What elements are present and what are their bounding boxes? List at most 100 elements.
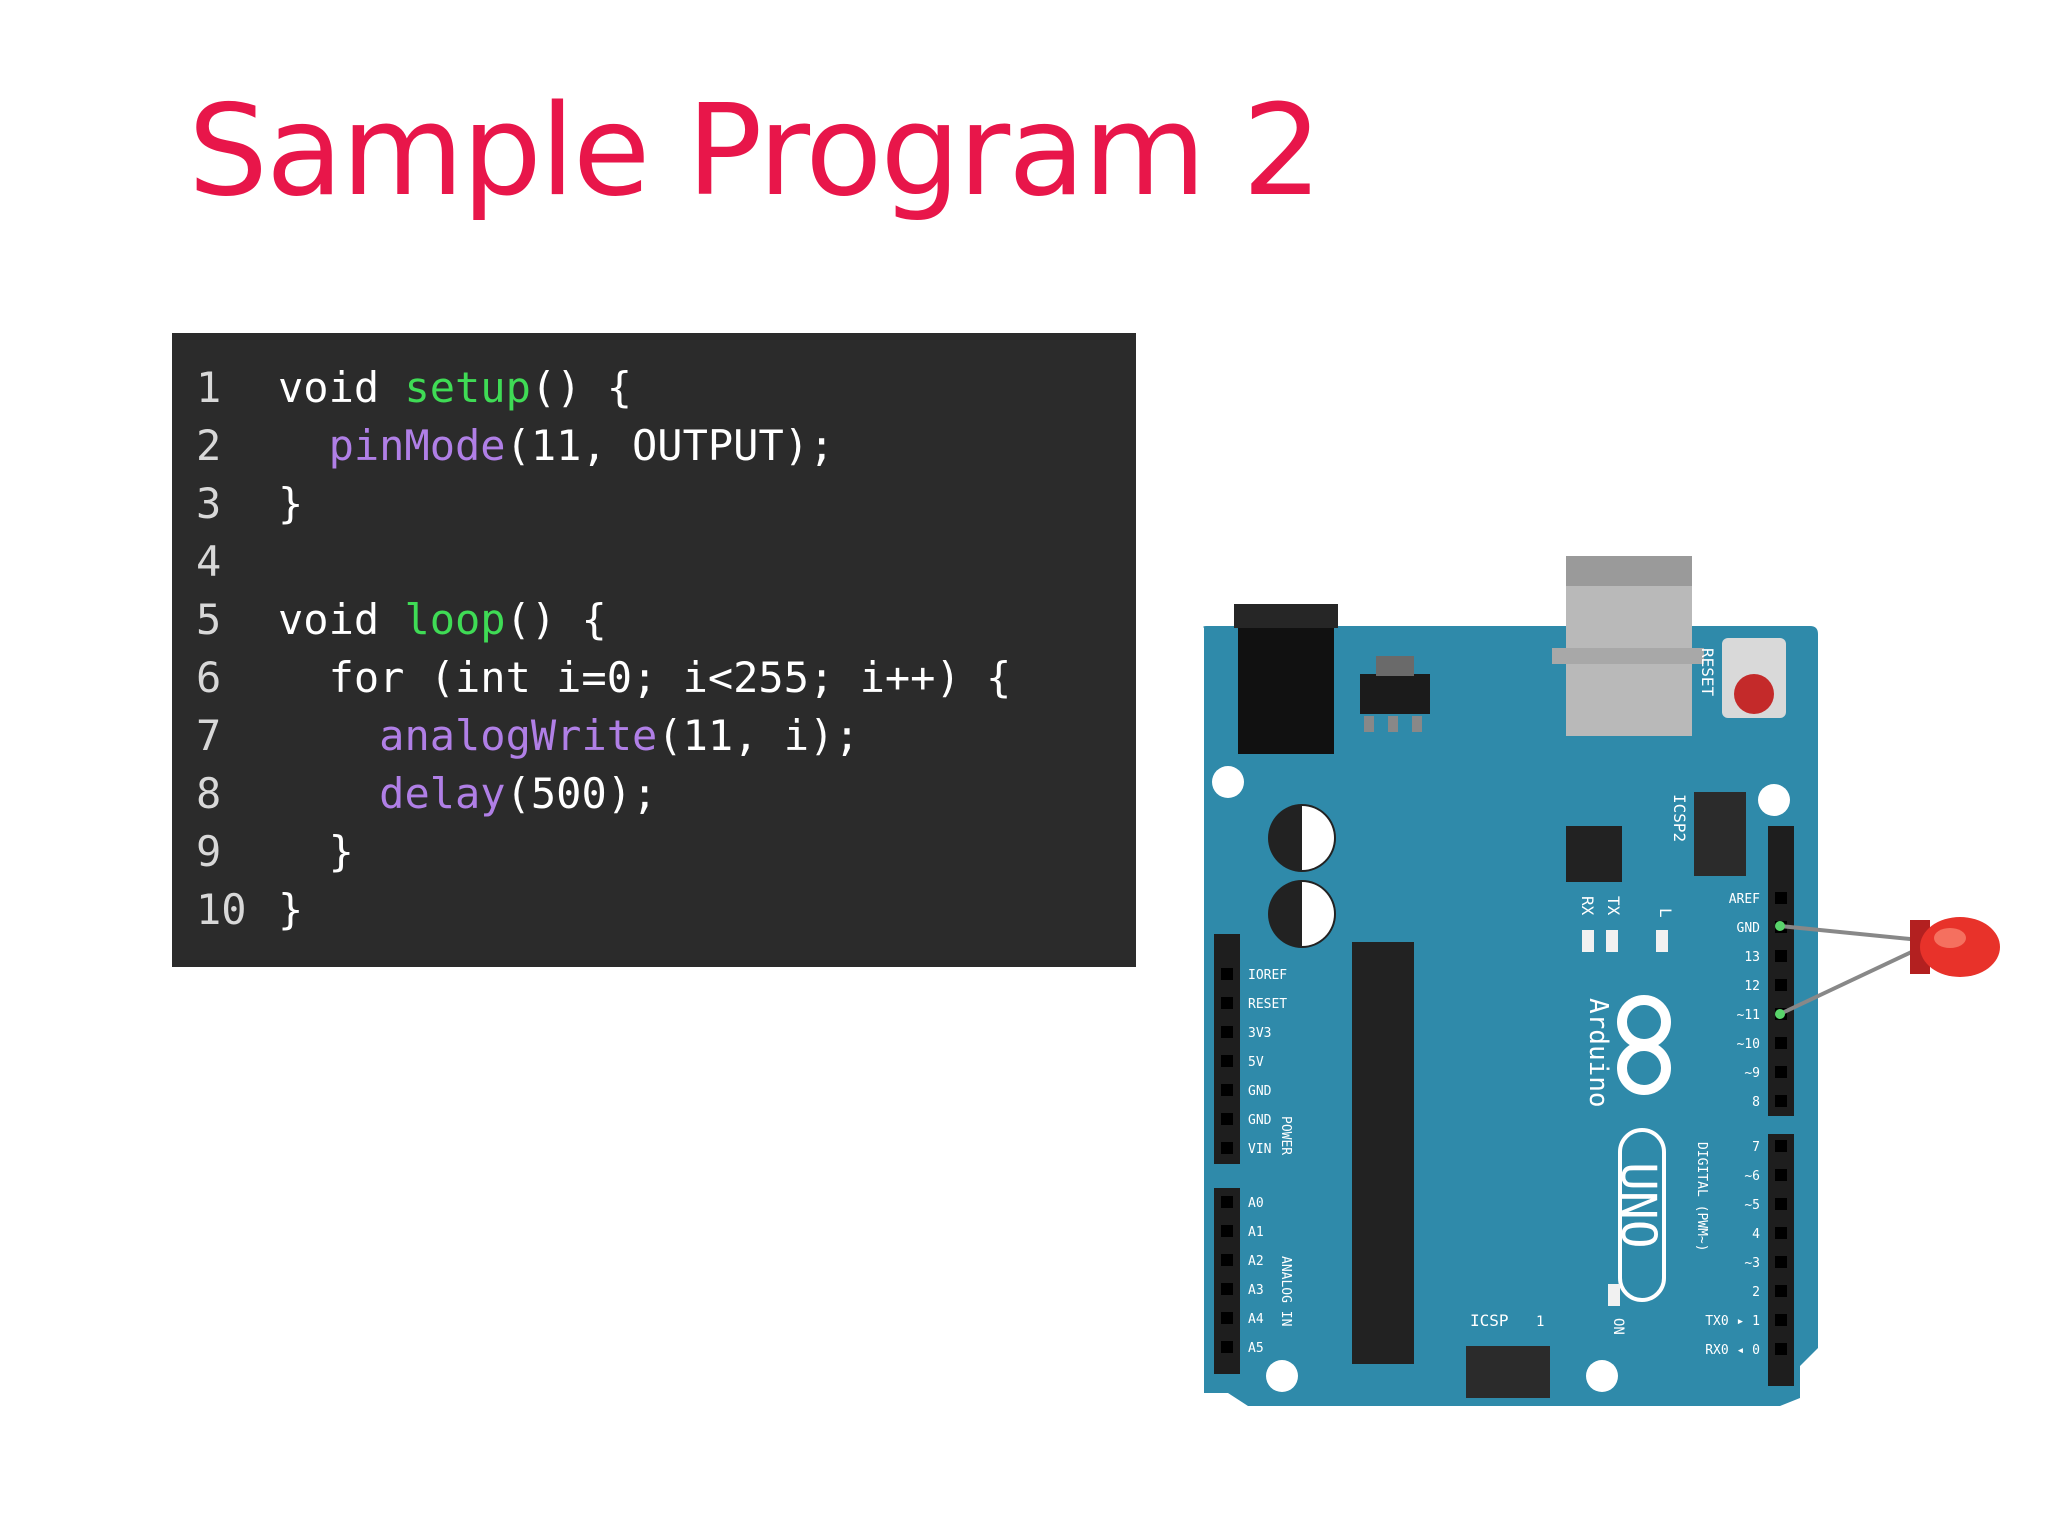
code-text: delay(500);	[278, 765, 657, 823]
pin-label: TX0 ▸ 1	[1705, 1314, 1760, 1329]
pin-label: 2	[1752, 1285, 1760, 1300]
line-number: 6	[196, 653, 222, 702]
line-number: 5	[196, 595, 222, 644]
power-jack	[1238, 606, 1334, 754]
header-pin	[1221, 997, 1233, 1009]
pin-label: 3V3	[1248, 1026, 1271, 1041]
header-pin	[1221, 1225, 1233, 1237]
wire-11	[1779, 946, 1921, 1016]
svg-text:ON: ON	[1610, 1318, 1626, 1335]
header-pin	[1775, 1140, 1787, 1152]
arduino-brand: Arduino	[1583, 998, 1613, 1108]
header-pin	[1775, 950, 1787, 962]
line-number: 9	[196, 827, 222, 876]
pin-label: ~5	[1744, 1198, 1760, 1213]
code-token: }	[278, 479, 304, 528]
header-pin	[1221, 1142, 1233, 1154]
code-token: void	[278, 595, 405, 644]
pin-label: 4	[1752, 1227, 1760, 1242]
line-number: 7	[196, 711, 222, 760]
code-token	[278, 711, 379, 760]
header-pin	[1775, 1198, 1787, 1210]
code-token: (11, i);	[657, 711, 860, 760]
code-token: for (int i=0; i<255; i++) {	[278, 653, 1012, 702]
line-number: 3	[196, 479, 222, 528]
code-line: 4	[172, 533, 1136, 591]
header-pin	[1221, 1283, 1233, 1295]
header-pin	[1775, 1256, 1787, 1268]
pin-label: RX0 ◂ 0	[1705, 1343, 1760, 1358]
pin-label: RESET	[1248, 997, 1287, 1012]
red-led-icon	[1910, 917, 2000, 977]
header-pin	[1775, 892, 1787, 904]
pin-label: A2	[1248, 1254, 1264, 1269]
code-text: void loop() {	[278, 591, 607, 649]
code-line: 3}	[172, 475, 1136, 533]
pin-label: A4	[1248, 1312, 1264, 1327]
code-token: (11, OUTPUT);	[505, 421, 835, 470]
code-line: 10}	[172, 881, 1136, 939]
function-name: analogWrite	[379, 711, 658, 760]
header-pin	[1775, 1314, 1787, 1326]
line-number: 4	[196, 537, 222, 586]
pin-label: 8	[1752, 1095, 1760, 1110]
code-line: 7 analogWrite(11, i);	[172, 707, 1136, 765]
svg-text:ICSP: ICSP	[1470, 1311, 1509, 1330]
header-pin	[1221, 968, 1233, 980]
arduino-logo-icon	[1617, 995, 1671, 1095]
code-token: }	[278, 885, 304, 934]
svg-text:L: L	[1656, 908, 1675, 918]
pin-label: A1	[1248, 1225, 1264, 1240]
slide-title: Sample Program 2	[188, 77, 1322, 224]
header-pin	[1221, 1113, 1233, 1125]
line-number: 2	[196, 421, 222, 470]
pin-label: GND	[1248, 1084, 1272, 1099]
pin-label: A0	[1248, 1196, 1264, 1211]
pin-label: VIN	[1248, 1142, 1271, 1157]
line-number: 1	[196, 363, 222, 412]
code-text: }	[278, 881, 303, 939]
header-pin	[1775, 1169, 1787, 1181]
code-text: }	[278, 823, 354, 881]
svg-text:POWER: POWER	[1278, 1116, 1293, 1155]
pin-label: 5V	[1248, 1055, 1264, 1070]
pin-label: IOREF	[1248, 968, 1287, 983]
line-number: 10	[196, 885, 247, 934]
header-pin	[1775, 1037, 1787, 1049]
microcontroller	[1352, 942, 1414, 1364]
line-number: 8	[196, 769, 222, 818]
icsp2-header	[1694, 792, 1746, 876]
svg-text:ICSP2: ICSP2	[1670, 794, 1689, 842]
code-token: }	[278, 827, 354, 876]
header-pin	[1775, 1227, 1787, 1239]
pin-label: AREF	[1729, 892, 1760, 907]
svg-text:ANALOG IN: ANALOG IN	[1278, 1256, 1293, 1326]
pin-label: GND	[1737, 921, 1761, 936]
header-pin	[1221, 1312, 1233, 1324]
header-pin	[1221, 1341, 1233, 1353]
pin-label: 13	[1744, 950, 1760, 965]
code-line: 1 void setup() {	[172, 359, 1136, 417]
code-line: 9 }	[172, 823, 1136, 881]
header-pin	[1221, 1196, 1233, 1208]
header-pin	[1775, 1095, 1787, 1107]
pin-label: 12	[1744, 979, 1760, 994]
header-pin	[1775, 979, 1787, 991]
icsp-header	[1466, 1346, 1550, 1398]
code-line: 2 pinMode(11, OUTPUT);	[172, 417, 1136, 475]
code-line: 6 for (int i=0; i<255; i++) {	[172, 649, 1136, 707]
svg-text:DIGITAL (PWM~): DIGITAL (PWM~)	[1694, 1142, 1709, 1252]
code-text: }	[278, 475, 303, 533]
pin-label: ~6	[1744, 1169, 1760, 1184]
code-text: analogWrite(11, i);	[278, 707, 860, 765]
wire-gnd	[1779, 924, 1921, 942]
pin-label: A5	[1248, 1341, 1264, 1356]
header-pin	[1775, 1343, 1787, 1355]
function-name: setup	[404, 363, 531, 412]
header-pin	[1775, 1066, 1787, 1078]
svg-text:TX: TX	[1604, 896, 1623, 916]
code-token: void	[278, 363, 405, 412]
code-text: void setup() {	[278, 359, 632, 417]
header-pin	[1221, 1084, 1233, 1096]
